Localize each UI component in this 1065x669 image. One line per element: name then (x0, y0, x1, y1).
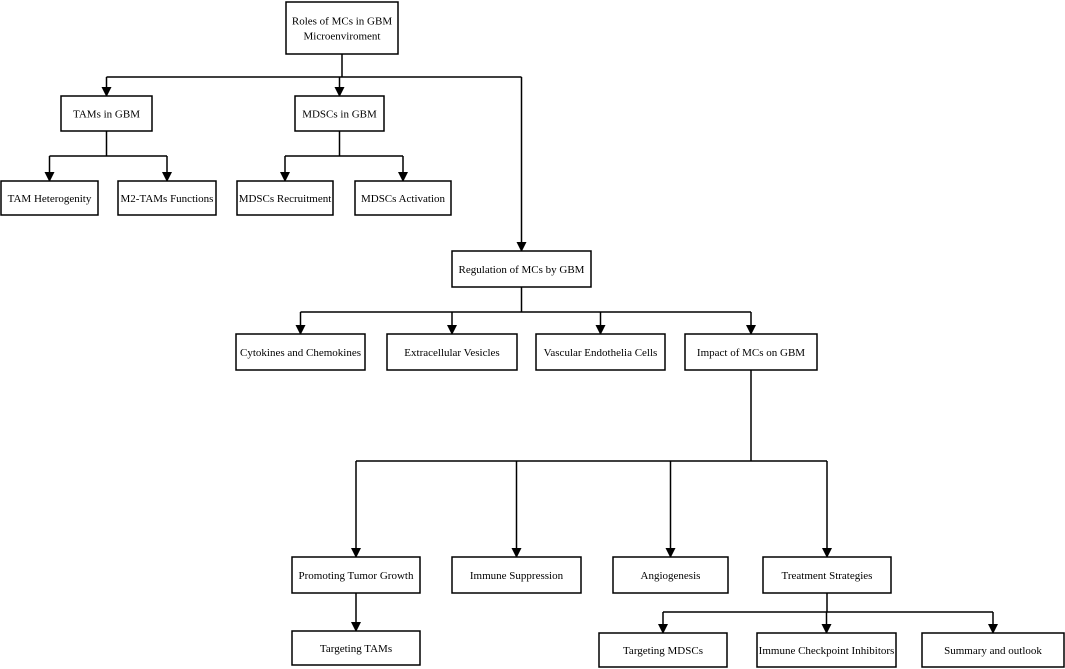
node-label-tams: TAMs in GBM (73, 109, 140, 121)
node-ttams: Targeting TAMs (291, 630, 421, 666)
node-mdsc-rec: MDSCs Recruitment (236, 180, 334, 216)
node-mdscs: MDSCs in GBM (294, 95, 385, 132)
node-label-ev: Extracellular Vesicles (404, 347, 499, 359)
node-label-ici: Immune Checkpoint Inhibitors (759, 645, 895, 657)
node-box-summary (921, 632, 1065, 668)
node-box-angio (612, 556, 729, 594)
node-box-cyto (235, 333, 366, 371)
connector-bus-tams (49, 131, 167, 157)
node-box-tam-het (0, 180, 99, 216)
node-angio: Angiogenesis (612, 556, 729, 594)
node-box-ici (756, 632, 897, 668)
node-label-tam-het: TAM Heterogenity (8, 193, 92, 205)
node-cyto: Cytokines and Chemokines (235, 333, 366, 371)
node-label-mdsc-act: MDSCs Activation (361, 193, 446, 205)
node-mdsc-act: MDSCs Activation (354, 180, 452, 216)
node-label-treat: Treatment Strategies (782, 570, 873, 582)
node-label-mdsc-rec: MDSCs Recruitment (239, 193, 332, 205)
node-summary: Summary and outlook (921, 632, 1065, 668)
node-label-root: Microenviroment (304, 31, 381, 43)
node-label-root: Roles of MCs in GBM (292, 16, 392, 28)
node-label-cyto: Cytokines and Chemokines (240, 347, 361, 359)
node-ptg: Promoting Tumor Growth (291, 556, 421, 594)
node-box-mdscs (294, 95, 385, 132)
connector-bus-reg (300, 287, 751, 313)
node-label-imsup: Immune Suppression (470, 570, 564, 582)
node-ev: Extracellular Vesicles (386, 333, 518, 371)
connector-bus-mdscs (285, 131, 403, 157)
node-impact: Impact of MCs on GBM (684, 333, 818, 371)
node-box-imsup (451, 556, 582, 594)
node-box-root (285, 1, 399, 55)
node-treat: Treatment Strategies (762, 556, 892, 594)
node-box-vec (535, 333, 666, 371)
node-label-angio: Angiogenesis (641, 570, 701, 582)
node-label-summary: Summary and outlook (944, 645, 1042, 657)
node-label-ptg: Promoting Tumor Growth (299, 570, 414, 582)
node-vec: Vascular Endothelia Cells (535, 333, 666, 371)
node-label-reg: Regulation of MCs by GBM (459, 264, 585, 276)
node-root: Roles of MCs in GBM Microenviroment (285, 1, 399, 55)
node-tams: TAMs in GBM (60, 95, 153, 132)
node-box-m2 (117, 180, 217, 216)
node-box-reg (451, 250, 592, 288)
node-m2: M2-TAMs Functions (117, 180, 217, 216)
node-box-mdsc-act (354, 180, 452, 216)
connector-bus-impact (356, 370, 827, 462)
node-box-impact (684, 333, 818, 371)
node-tam-het: TAM Heterogenity (0, 180, 99, 216)
node-box-treat (762, 556, 892, 594)
node-label-tmdscs: Targeting MDSCs (623, 645, 703, 657)
node-label-vec: Vascular Endothelia Cells (544, 347, 658, 359)
connector-bus-root (106, 54, 522, 78)
node-box-mdsc-rec (236, 180, 334, 216)
node-label-m2: M2-TAMs Functions (121, 193, 214, 205)
connector-bus-treat (663, 593, 993, 613)
node-box-tams (60, 95, 153, 132)
node-box-ttams (291, 630, 421, 666)
node-box-tmdscs (598, 632, 728, 668)
node-imsup: Immune Suppression (451, 556, 582, 594)
node-box-ptg (291, 556, 421, 594)
node-box-ev (386, 333, 518, 371)
node-ici: Immune Checkpoint Inhibitors (756, 632, 897, 668)
node-label-ttams: Targeting TAMs (320, 643, 392, 655)
node-label-mdscs: MDSCs in GBM (302, 109, 377, 121)
node-tmdscs: Targeting MDSCs (598, 632, 728, 668)
node-label-impact: Impact of MCs on GBM (697, 347, 805, 359)
node-reg: Regulation of MCs by GBM (451, 250, 592, 288)
